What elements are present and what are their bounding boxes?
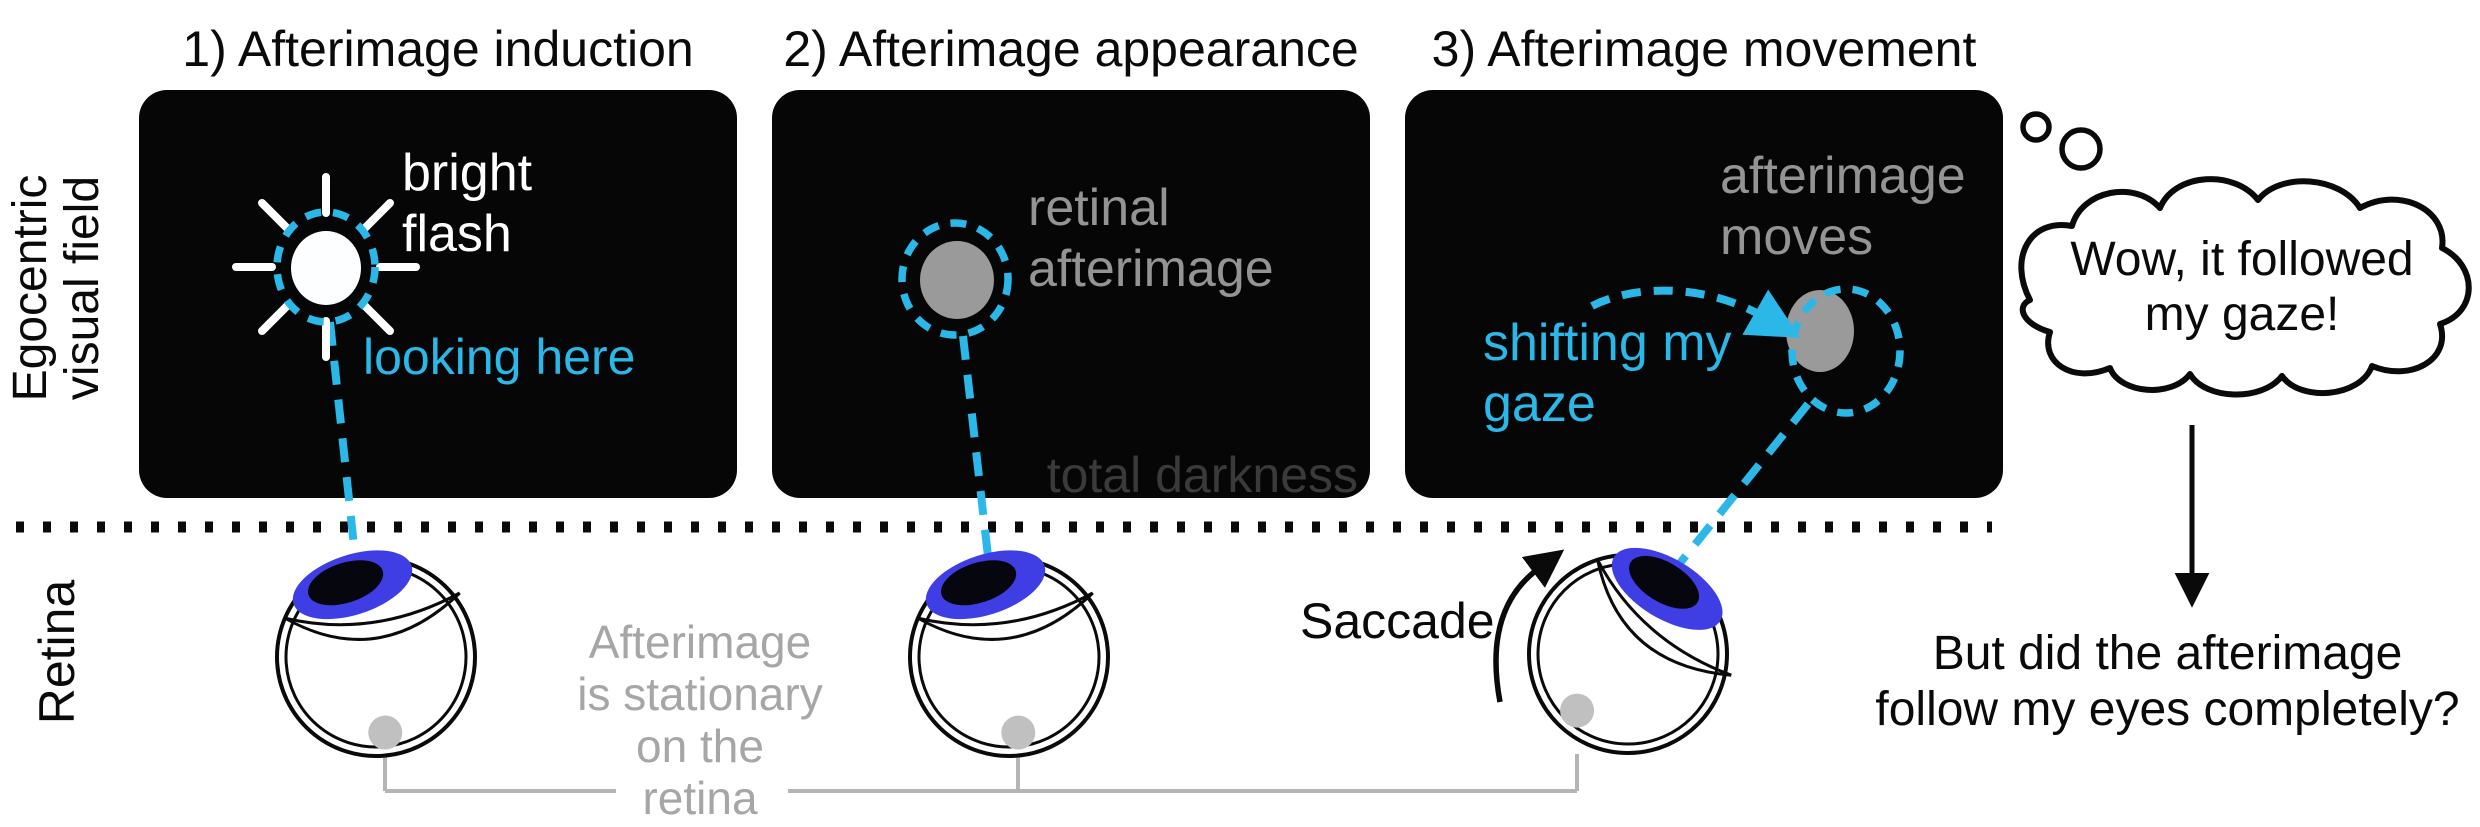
afterimage-blob-panel-2: [920, 241, 994, 319]
caption-line1: Afterimage: [588, 616, 812, 668]
thought-bubble: [2018, 111, 2472, 398]
eye-3-rotated: [1488, 501, 1781, 794]
panel-2-visual-field: [772, 90, 1370, 498]
saccade-label: Saccade: [1300, 593, 1495, 649]
thought-bubble-cloud: [2018, 176, 2472, 398]
bright-flash-icon: [232, 173, 420, 361]
eye-1: [267, 530, 484, 765]
fixation-ring-panel-1: [273, 208, 379, 326]
afterimage-moves-label-line2: moves: [1720, 208, 1874, 266]
total-darkness-label: total darkness: [1046, 447, 1358, 503]
shifting-gaze-label-line2: gaze: [1483, 375, 1596, 433]
row-label-retina: Retina: [29, 579, 85, 725]
retinal-afterimage-label-line1: retinal: [1028, 179, 1170, 237]
gaze-shift-arrow: [1590, 286, 1801, 338]
retina-spot-connector-lines: [383, 752, 1579, 793]
shifting-gaze-label-line1: shifting my: [1483, 314, 1732, 372]
panel-3-title: 3) Afterimage movement: [1431, 21, 1977, 77]
caption-line2: is stationary: [577, 668, 823, 720]
question-line2: follow my eyes completely?: [1875, 683, 2460, 736]
question-line1: But did the afterimage: [1932, 627, 2403, 680]
fixation-ring-panel-2: [898, 219, 1012, 339]
panel-2-title: 2) Afterimage appearance: [783, 21, 1359, 77]
row-label-visual-field-line1: Egocentric: [4, 174, 57, 402]
fixation-ring-panel-3: [1788, 285, 1904, 417]
afterimage-moves-label-line1: afterimage: [1720, 147, 1966, 205]
panel-1-visual-field: [139, 90, 737, 498]
caption-line4: retina: [642, 772, 758, 824]
bright-flash-label-line1: bright: [402, 144, 533, 202]
bright-flash-label-line2: flash: [402, 205, 512, 263]
thought-bubble-line2: my gaze!: [2144, 288, 2340, 341]
thought-bubble-dot-small: [2020, 111, 2052, 143]
eye-2: [900, 530, 1117, 765]
saccade-arrow: [1493, 549, 1565, 703]
retinal-afterimage-label-line2: afterimage: [1028, 240, 1274, 298]
thought-bubble-line1: Wow, it followed: [2070, 233, 2414, 286]
thought-bubble-dot-large: [2059, 127, 2103, 171]
row-label-visual-field-line2: visual field: [56, 175, 109, 401]
caption-line3: on the: [636, 720, 764, 772]
panel-1-title: 1) Afterimage induction: [182, 21, 694, 77]
looking-here-label: looking here: [363, 329, 636, 385]
